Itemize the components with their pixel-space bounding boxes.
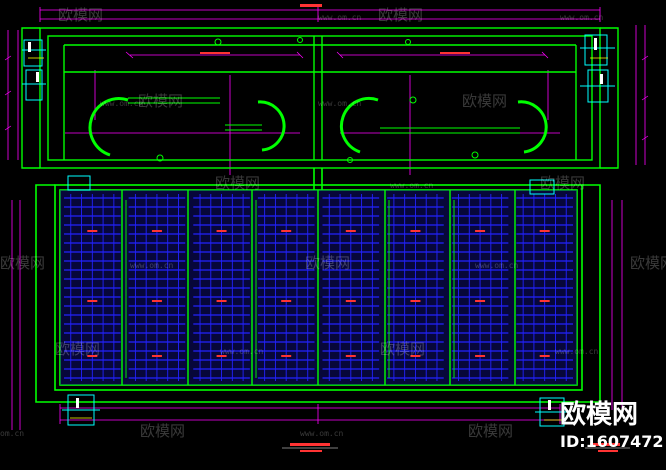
- baffle-arcs: [88, 96, 548, 157]
- bay-label-mark: [410, 355, 421, 357]
- corner-detail-top-left: [22, 39, 91, 191]
- bay-label-mark: [410, 230, 421, 232]
- watermark-url: www.om.cn: [555, 347, 599, 356]
- watermark-brand: 欧模网: [378, 6, 423, 24]
- watermark-brand: 欧模网: [305, 254, 350, 272]
- watermark-brand: 欧模网: [380, 340, 425, 358]
- bay-label-mark: [281, 300, 292, 302]
- bay-label-mark: [345, 230, 356, 232]
- watermark-url: www.om.cn: [100, 99, 144, 108]
- watermark-url: www.om.cn: [220, 347, 264, 356]
- corner-detail-bottom: [62, 394, 570, 427]
- bay-label-mark: [216, 300, 227, 302]
- baffle-channels: [128, 97, 520, 134]
- badge-brand-name: 欧模网: [560, 399, 638, 430]
- upper-tank-outline: [21, 27, 619, 169]
- dimension-ticks: [4, 51, 649, 141]
- watermark-brand: 欧模网: [215, 174, 260, 192]
- bay-label-mark: [539, 355, 550, 357]
- bay-label-mark: [151, 300, 162, 302]
- bay-label-mark: [87, 355, 98, 357]
- bay-label-mark: [151, 355, 162, 357]
- watermark-url: www.om.cn: [318, 13, 362, 22]
- watermark-brand: 欧模网: [630, 254, 666, 272]
- bay-label-mark: [475, 230, 486, 232]
- site-badge: 欧模网 ID:1607472: [560, 399, 664, 451]
- watermark-brand: 欧模网: [468, 422, 513, 440]
- watermark-url: www.om.cn: [318, 99, 362, 108]
- dimension-text-marks: [200, 4, 620, 452]
- watermark-url: www.om.cn: [560, 13, 604, 22]
- watermark-url: om.cn: [0, 429, 24, 438]
- bay-label-mark: [539, 300, 550, 302]
- watermark-brand: 欧模网: [540, 174, 585, 192]
- watermark-url: www.om.cn: [390, 181, 434, 190]
- corner-white-blocks: [28, 38, 603, 410]
- bay-label-mark: [281, 355, 292, 357]
- bay-label-mark: [539, 230, 550, 232]
- watermark-brand: 欧模网: [58, 6, 103, 24]
- yellow-annotations: [28, 57, 608, 421]
- corner-detail-top-right: [529, 34, 615, 195]
- bay-label-mark: [87, 230, 98, 232]
- watermark-brand: 欧模网: [462, 92, 507, 110]
- watermark-url: www.om.cn: [130, 261, 174, 270]
- watermark-brand: 欧模网: [0, 254, 45, 272]
- watermark-url: www.om.cn: [300, 429, 344, 438]
- bay-dividers: [121, 190, 516, 385]
- bay-inner-walls: [125, 200, 455, 378]
- bay-label-mark: [475, 300, 486, 302]
- watermark-url: www.om.cn: [475, 261, 519, 270]
- bay-label-mark: [216, 230, 227, 232]
- bay-label-mark: [281, 230, 292, 232]
- bay-label-mark: [216, 355, 227, 357]
- bay-label-mark: [475, 355, 486, 357]
- watermark-brand: 欧模网: [140, 422, 185, 440]
- bay-label-mark: [87, 300, 98, 302]
- bay-label-mark: [151, 230, 162, 232]
- badge-id-label: ID:1607472: [560, 432, 664, 451]
- watermark-brand: 欧模网: [55, 340, 100, 358]
- bay-label-mark: [410, 300, 421, 302]
- bay-label-mark: [345, 300, 356, 302]
- section-markers: [156, 37, 479, 163]
- watermark-brand: 欧模网: [138, 92, 183, 110]
- bay-label-mark: [345, 355, 356, 357]
